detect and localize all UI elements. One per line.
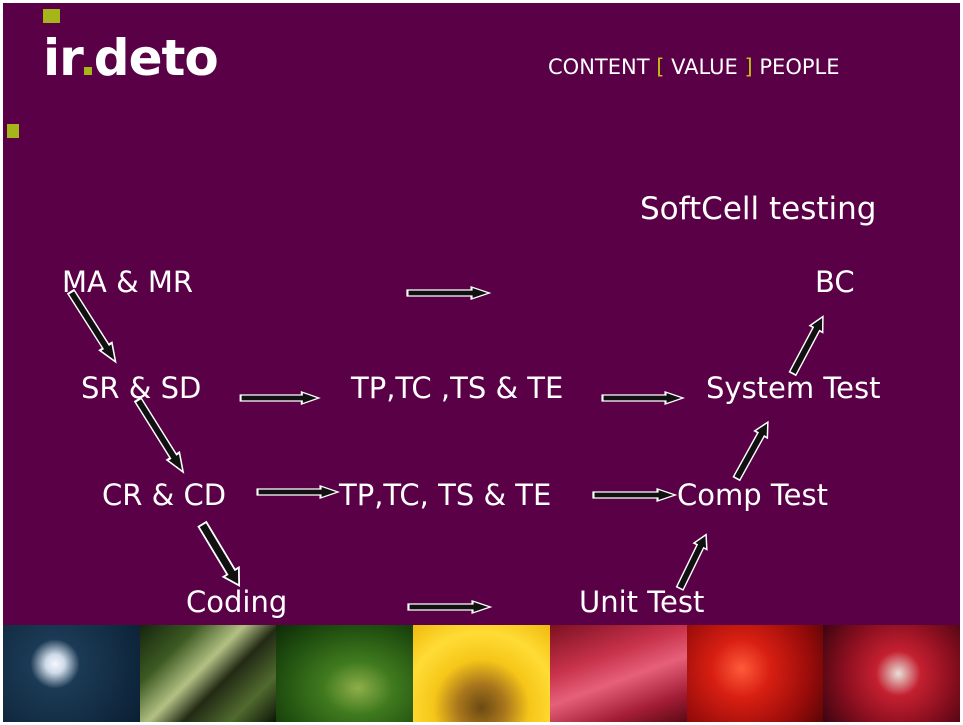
node-ma-mr: MA & MR: [62, 265, 194, 299]
node-unit-test: Unit Test: [579, 585, 705, 619]
arrow-sr-to-cr: [133, 396, 185, 474]
node-system-test: System Test: [706, 371, 881, 405]
node-tp-tc-ts-te-lower: TP,TC, TS & TE: [339, 478, 552, 512]
node-comp-test: Comp Test: [677, 478, 828, 512]
node-coding: Coding: [186, 585, 288, 619]
logo-text-right: deto: [93, 29, 219, 87]
red-fruit-image: [823, 625, 960, 722]
red-leaf-image: [549, 625, 687, 722]
arrow-sr-to-tp: [239, 390, 321, 406]
logo-dot: [83, 67, 92, 75]
frog-on-leaf-image: [276, 625, 414, 722]
arrow-comp-to-system: [732, 420, 769, 482]
sunflower-image: [413, 625, 550, 722]
arrow-ma-to-sr: [66, 288, 117, 364]
tagline: CONTENT [ VALUE ] PEOPLE: [548, 55, 839, 79]
logo-text-left: ir: [43, 29, 84, 87]
dandelion-seed-image: [3, 625, 140, 722]
arrow-tp-to-comp: [592, 487, 678, 503]
node-bc: BC: [815, 265, 855, 299]
tagline-bracket-open: [: [656, 55, 665, 79]
arrow-top-right: [406, 285, 492, 301]
arrow-unit-to-comp: [675, 533, 708, 591]
node-sr-sd: SR & SD: [81, 371, 202, 405]
tagline-people: PEOPLE: [759, 55, 840, 79]
node-tp-tc-ts-te-middle: TP,TC ,TS & TE: [351, 371, 564, 405]
arrow-system-to-bc: [788, 315, 824, 377]
accent-square-top: [43, 9, 60, 23]
accent-square-left: [7, 124, 19, 138]
arrow-tp-to-system: [601, 390, 686, 406]
caterpillar-image: [139, 625, 277, 722]
red-berries-image: [686, 625, 824, 722]
tagline-content: CONTENT: [548, 55, 650, 79]
arrow-cr-to-coding: [197, 520, 241, 588]
arrow-cr-to-tp: [256, 484, 341, 500]
node-cr-cd: CR & CD: [102, 478, 227, 512]
arrow-coding-to-unit: [407, 599, 493, 615]
tagline-value: VALUE: [671, 55, 738, 79]
diagram-arrows: [66, 285, 824, 615]
slide-subtitle: SoftCell testing: [640, 191, 877, 227]
tagline-bracket-close: ]: [744, 55, 753, 79]
photo-strip: [3, 625, 960, 722]
